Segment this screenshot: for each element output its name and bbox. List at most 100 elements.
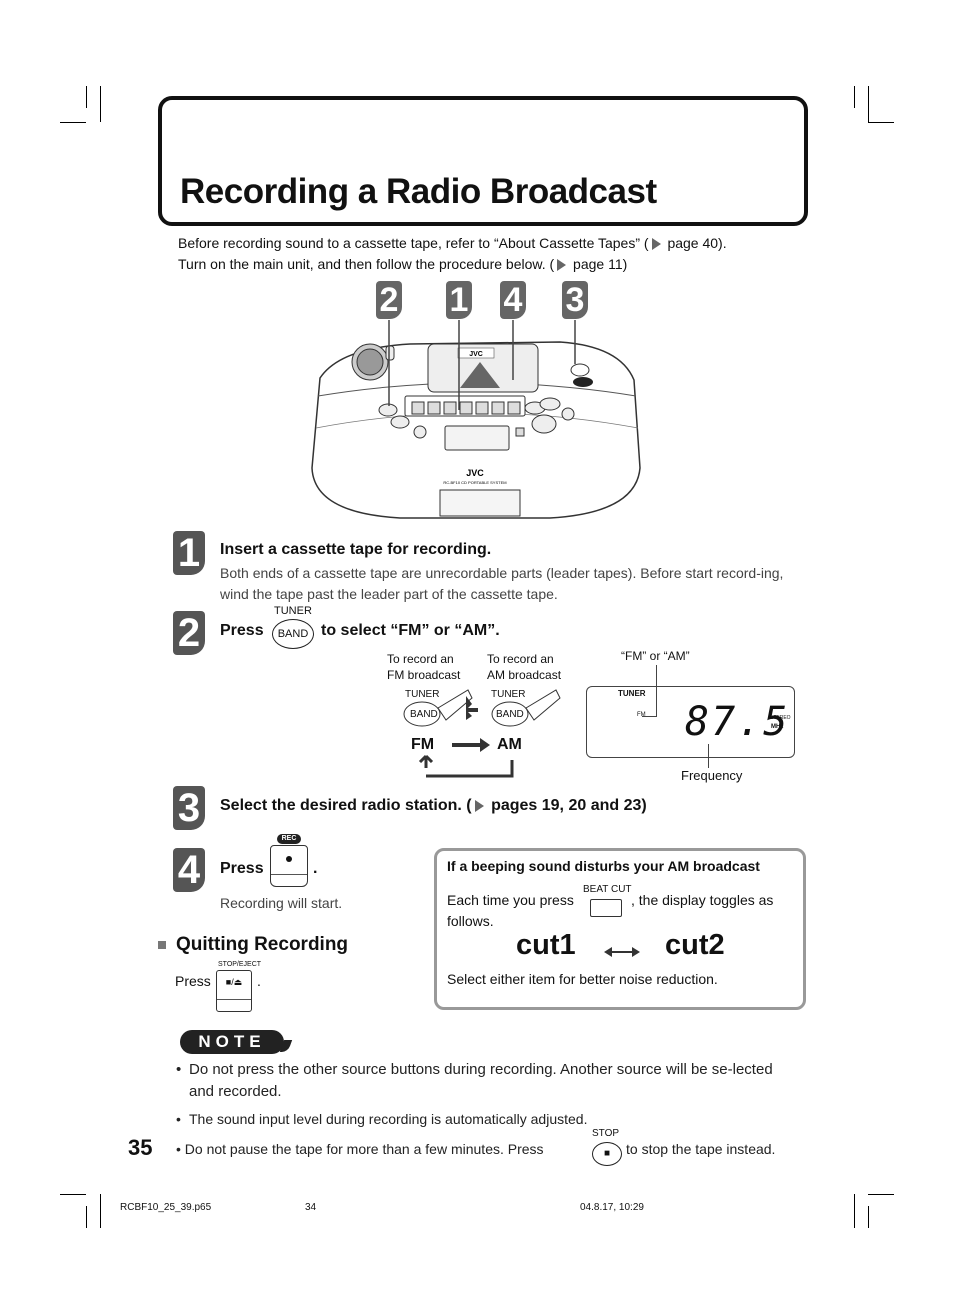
crop-mark	[86, 86, 87, 108]
crop-mark	[868, 1206, 869, 1228]
step4-note: Recording will start.	[220, 895, 343, 911]
step3-heading: Select the desired radio station. ( page…	[220, 797, 647, 815]
quitting-press: Press	[175, 973, 211, 989]
note-item-text: Do not press the other source buttons du…	[189, 1061, 773, 1100]
intro-line2-ref: page 11)	[569, 256, 628, 272]
tip-line-a: Each time you press	[447, 892, 574, 908]
band-small-am: BAND	[496, 709, 524, 720]
display-unit: MHz	[771, 724, 784, 730]
tip-box	[434, 848, 806, 1010]
step4-period: .	[313, 860, 318, 877]
display-leader-line	[656, 665, 657, 716]
page-number: 35	[128, 1135, 153, 1160]
page-title: Recording a Radio Broadcast	[180, 172, 657, 211]
crop-mark	[868, 1194, 894, 1195]
rec-button[interactable]	[270, 845, 308, 887]
display-band: FM	[637, 712, 646, 718]
note-badge: NOTE	[180, 1030, 284, 1054]
crop-mark	[60, 1194, 86, 1195]
step4-press: Press	[220, 860, 264, 877]
note-item: • Do not pause the tape for more than a …	[176, 1138, 544, 1160]
stop-eject-icon: ■/⏏	[225, 977, 243, 987]
crop-mark	[60, 122, 86, 123]
stop-eject-button[interactable]: ■/⏏	[216, 970, 252, 1012]
square-bullet-icon	[158, 941, 166, 949]
model-label: RC-BF10 CD PORTABLE SYSTEM	[443, 480, 506, 485]
note-item: • The sound input level during recording…	[176, 1108, 786, 1130]
fm-caption-line1: To record an	[387, 652, 454, 666]
step-number-4: 4	[173, 848, 205, 892]
fm-label: FM	[411, 736, 435, 753]
bullet-dot: •	[176, 1141, 185, 1157]
stop-label: STOP	[592, 1128, 620, 1139]
quitting-period: .	[257, 973, 261, 989]
brand-logo-top: JVC	[469, 351, 483, 358]
intro-text: Before recording sound to a cassette tap…	[178, 233, 727, 275]
crop-mark	[868, 86, 869, 122]
intro-line1-ref: page 40).	[663, 235, 727, 251]
step3-heading-ref: pages 19, 20 and 23)	[486, 797, 647, 814]
tuner-label: TUNER	[274, 605, 312, 617]
display-stereo: STEREO	[770, 715, 791, 721]
note-item: • Do not press the other source buttons …	[176, 1059, 786, 1103]
am-caption-line2: AM broadcast	[487, 668, 562, 682]
step-number-2: 2	[173, 611, 205, 655]
display-panel: TUNER FM 87.5 STEREO MHz	[586, 686, 795, 758]
boombox-illustration: JVC JVC RC-BF10 CD PORTABLE SYSTEM	[311, 341, 641, 519]
stop-button[interactable]: ■	[592, 1142, 622, 1166]
tip-line-c: follows.	[447, 913, 494, 929]
title-frame	[158, 96, 808, 226]
frequency-leader-line	[708, 744, 709, 768]
band-small-fm: BAND	[410, 709, 438, 720]
arrow-right-icon	[651, 238, 661, 251]
crop-mark	[854, 1194, 855, 1228]
band-press-illustration	[403, 689, 561, 778]
note-item-text: Do not pause the tape for more than a fe…	[184, 1141, 544, 1157]
callout-number: 4	[500, 281, 526, 319]
quitting-heading: Quitting Recording	[176, 934, 349, 955]
note-item-end: to stop the tape instead.	[626, 1141, 776, 1157]
toggle-arrow-icon	[604, 947, 640, 957]
intro-line2: Turn on the main unit, and then follow t…	[178, 256, 555, 272]
rec-button-line	[271, 874, 307, 875]
frequency-label: Frequency	[681, 768, 743, 783]
footer-date: 04.8.17, 10:29	[580, 1202, 644, 1213]
display-frequency: 87.5	[685, 699, 790, 745]
beat-cut-button[interactable]	[590, 899, 622, 917]
intro-line1: Before recording sound to a cassette tap…	[178, 235, 649, 251]
display-tuner: TUNER	[618, 689, 646, 698]
callout-number: 2	[376, 281, 402, 319]
step-number-1: 1	[173, 531, 205, 575]
arrow-right-icon	[474, 799, 484, 812]
step2-press: Press	[220, 622, 264, 639]
tip-heading: If a beeping sound disturbs your AM broa…	[447, 858, 760, 874]
bullet-dot: •	[176, 1111, 181, 1127]
crop-mark	[100, 86, 101, 122]
step2-rest: to select “FM” or “AM”.	[321, 622, 500, 639]
fm-caption-line2: FM broadcast	[387, 668, 461, 682]
footer-page: 34	[305, 1202, 317, 1213]
fm-caption: To record an FM broadcast	[387, 651, 460, 683]
footer-file: RCBF10_25_39.p65	[120, 1202, 212, 1213]
cut1-label: cut1	[516, 929, 576, 961]
arrow-right-icon	[557, 259, 567, 272]
tuner-small-am: TUNER	[491, 689, 526, 700]
display-leader-line	[642, 716, 657, 717]
display-caption: “FM” or “AM”	[621, 649, 690, 663]
am-label: AM	[497, 736, 522, 753]
stop-eject-label: STOP/EJECT	[218, 961, 262, 968]
beat-cut-label: BEAT CUT	[583, 884, 632, 895]
step1-heading: Insert a cassette tape for recording.	[220, 541, 492, 558]
band-button[interactable]: BAND	[272, 619, 314, 649]
callout-number: 3	[562, 281, 588, 319]
step3-heading-text: Select the desired radio station. (	[220, 797, 472, 814]
crop-mark	[868, 122, 894, 123]
tuner-small-fm: TUNER	[405, 689, 440, 700]
step1-body: Both ends of a cassette tape are unrecor…	[220, 565, 784, 602]
tip-line-b: , the display toggles as	[631, 892, 774, 908]
callout-leaders	[388, 320, 576, 410]
am-caption-line1: To record an	[487, 652, 554, 666]
rec-dot-icon	[286, 856, 292, 862]
cut2-label: cut2	[665, 929, 725, 961]
note-item-text: The sound input level during recording i…	[189, 1111, 588, 1127]
